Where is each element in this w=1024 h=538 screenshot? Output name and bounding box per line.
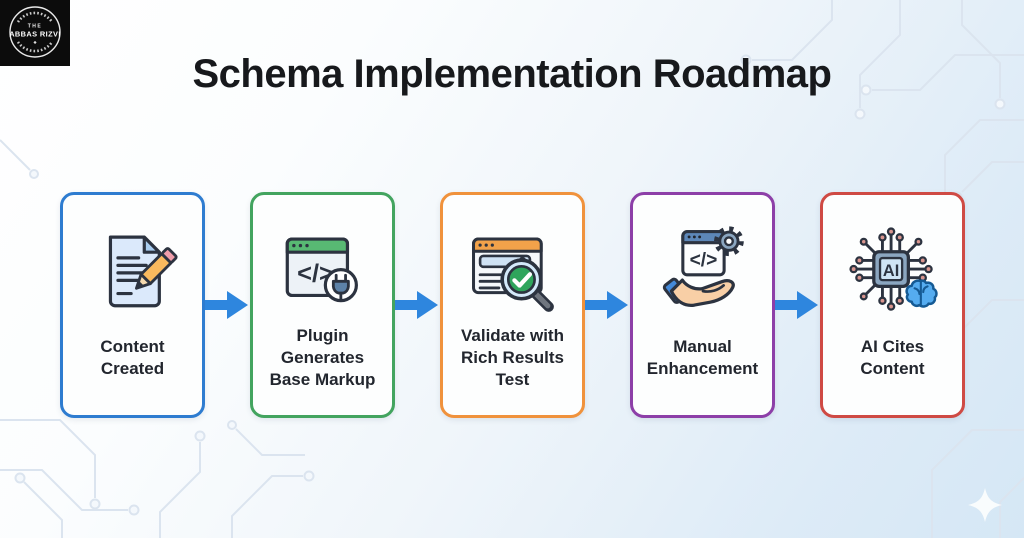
brand-logo: THE ABBAS RIZVI ◆ [0, 0, 70, 66]
flow-arrow-icon [205, 287, 250, 323]
step-label: AI Cites Content [860, 337, 925, 378]
flow-arrow-icon [585, 287, 630, 323]
browser-check-magnifier-icon [466, 221, 560, 321]
svg-text:</>: </> [689, 250, 717, 271]
step-card-plugin-generates-base-markup: </> Plugin Generates Base Markup [250, 192, 395, 418]
brand-dot: ◆ [33, 40, 37, 45]
step-card-manual-enhancement: </> Manual Enhancement [630, 192, 775, 418]
flow-arrow-icon [775, 287, 820, 323]
step-label: Content Created [100, 337, 165, 378]
brand-name: ABBAS RIZVI [9, 30, 61, 39]
ai-chip-brain-icon: AI [845, 221, 941, 321]
roadmap-steps: Content Created </> [60, 192, 965, 418]
hand-code-gear-icon: </> [655, 221, 751, 321]
step-label: Plugin Generates Base Markup [269, 326, 376, 389]
step-label: Manual Enhancement [646, 337, 759, 378]
step-card-content-created: Content Created [60, 192, 205, 418]
document-pencil-icon [86, 221, 180, 321]
step-card-validate-rich-results: Validate with Rich Results Test [440, 192, 585, 418]
brand-logo-badge: THE ABBAS RIZVI ◆ [9, 6, 61, 58]
brand-word-top: THE [28, 24, 43, 30]
step-label: Validate with Rich Results Test [461, 326, 564, 389]
svg-text:AI: AI [882, 262, 898, 280]
code-plugin-icon: </> [276, 221, 370, 321]
sparkle-icon [968, 488, 1002, 522]
flow-arrow-icon [395, 287, 440, 323]
page-title: Schema Implementation Roadmap [192, 52, 832, 96]
brain-glyph [904, 279, 938, 308]
step-card-ai-cites-content: AI AI Cites Content [820, 192, 965, 418]
